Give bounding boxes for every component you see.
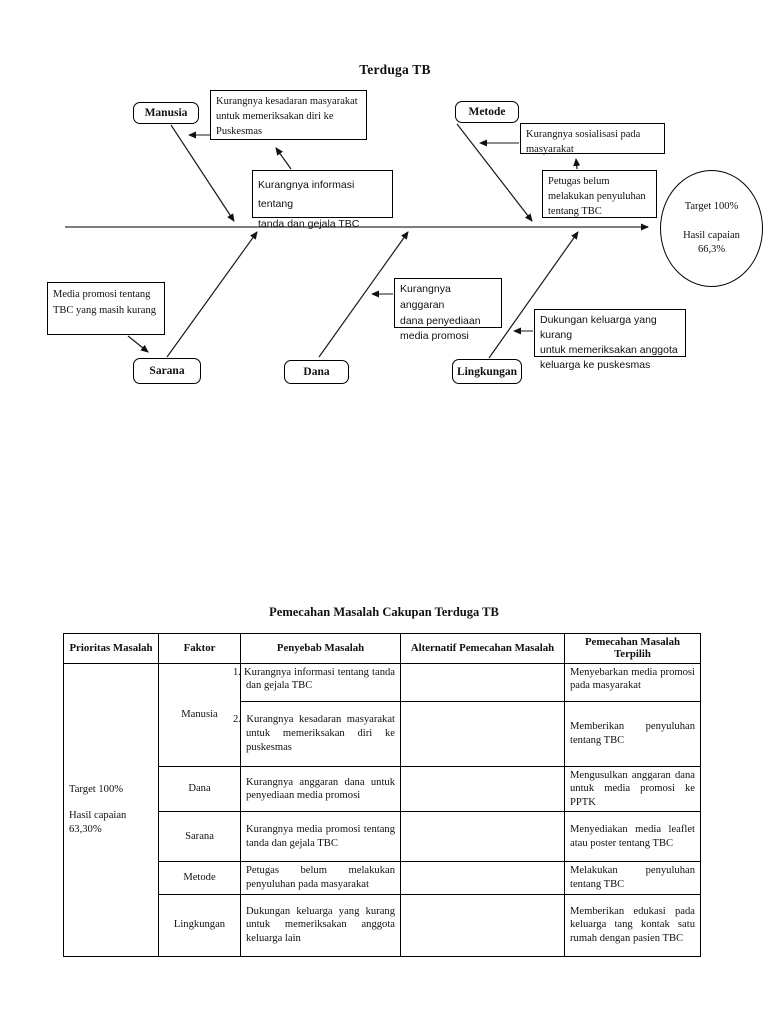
faktor-cell-manusia: Manusia (158, 662, 241, 767)
table-row: Metode Petugas belum melakukan penyuluha… (64, 861, 701, 895)
cause-box-petugas: Petugas belum melakukan penyuluhan tenta… (542, 170, 657, 218)
alternatif-cell (400, 662, 565, 702)
alternatif-cell (400, 765, 565, 813)
priority-result-label: Hasil capaian (69, 810, 127, 822)
table-title: Pemecahan Masalah Cakupan Terduga TB (269, 605, 499, 619)
effect-target: Target 100% (684, 200, 739, 212)
category-box-dana: Dana (284, 360, 349, 384)
col-header-pemecahan-terpilih: Pemecahan Masalah Terpilih (564, 633, 701, 664)
alternatif-cell (400, 700, 565, 767)
faktor-cell-lingkungan: Lingkungan (158, 893, 241, 957)
col-header-penyebab-masalah: Penyebab Masalah (240, 633, 401, 664)
category-box-metode: Metode (455, 101, 519, 123)
pemecahan-cell: Melakukan penyuluhan tentang TBC (564, 861, 701, 895)
priority-cell: Target 100% Hasil capaian 63,30% (63, 662, 159, 957)
category-box-manusia: Manusia (133, 102, 199, 124)
alternatif-cell (400, 811, 565, 863)
faktor-cell-metode: Metode (158, 861, 241, 895)
cause-box-media: Media promosi tentang TBC yang masih kur… (47, 282, 165, 335)
alternatif-cell (400, 861, 565, 895)
spacer (69, 796, 153, 809)
priority-result-value: 63,30% (69, 823, 102, 835)
pemecahan-cell: Memberikan penyuluhan tentang TBC (564, 700, 701, 767)
cause-box-informasi: Kurangnya informasi tentang tanda dan ge… (252, 170, 393, 230)
penyebab-cell: 2. Kurangnya kesadaran masyarakat untuk … (233, 700, 401, 767)
diagram-title: Terduga TB (359, 62, 431, 77)
cause-box-sosialisasi: Kurangnya sosialisasi pada masyarakat (520, 123, 665, 155)
table-row: Sarana Kurangnya media promosi tentang t… (64, 811, 701, 863)
cause-box-dukungan: Dukungan keluarga yang kurang untuk meme… (534, 309, 686, 371)
faktor-cell-dana: Dana (158, 765, 241, 813)
category-box-sarana: Sarana (133, 358, 201, 384)
penyebab-cell: Dukungan keluarga yang kurang untuk meme… (240, 893, 401, 957)
category-box-lingkungan: Lingkungan (452, 359, 522, 384)
faktor-cell-sarana: Sarana (158, 811, 241, 863)
problem-solving-table: Prioritas Masalah Faktor Penyebab Masala… (63, 633, 701, 957)
pemecahan-cell: Menyediakan media leaflet atau poster te… (564, 811, 701, 863)
fishbone-diagram: Terduga TB Manusia Metode Sarana Dana Li… (0, 0, 768, 440)
pemecahan-cell: Menyebarkan media promosi pada masyaraka… (564, 662, 701, 702)
pemecahan-cell: Memberikan edukasi pada keluarga tang ko… (564, 893, 701, 957)
pemecahan-cell: Mengusulkan anggaran dana untuk media pr… (564, 765, 701, 813)
effect-result-value: 66,3% (697, 244, 726, 256)
table-row: Lingkungan Dukungan keluarga yang kurang… (64, 893, 701, 957)
fishbone-lines (65, 123, 649, 359)
penyebab-cell: 1. Kurangnya informasi tentang tanda dan… (233, 662, 401, 702)
effect-result-label: Hasil capaian (683, 229, 740, 241)
alternatif-cell (400, 893, 565, 957)
penyebab-cell: Petugas belum melakukan penyuluhan pada … (240, 861, 401, 895)
table-row: Target 100% Hasil capaian 63,30% Manusia… (63, 662, 701, 957)
effect-circle: Target 100% Hasil capaian 66,3% (660, 170, 763, 287)
table-row: 2. Kurangnya kesadaran masyarakat untuk … (64, 700, 701, 767)
col-header-faktor: Faktor (158, 633, 241, 664)
cause-box-kesadaran: Kurangnya kesadaran masyarakat untuk mem… (210, 90, 367, 140)
col-header-prioritas-masalah: Prioritas Masalah (63, 633, 159, 664)
priority-target: Target 100% (69, 783, 124, 795)
table-row: Dana Kurangnya anggaran dana untuk penye… (64, 765, 701, 813)
penyebab-cell: Kurangnya media promosi tentang tanda da… (240, 811, 401, 863)
cause-box-anggaran: Kurangnya anggaran dana penyediaan media… (394, 278, 502, 342)
col-header-alternatif-pemecahan: Alternatif Pemecahan Masalah (400, 633, 565, 664)
penyebab-cell: Kurangnya anggaran dana untuk penyediaan… (240, 765, 401, 813)
